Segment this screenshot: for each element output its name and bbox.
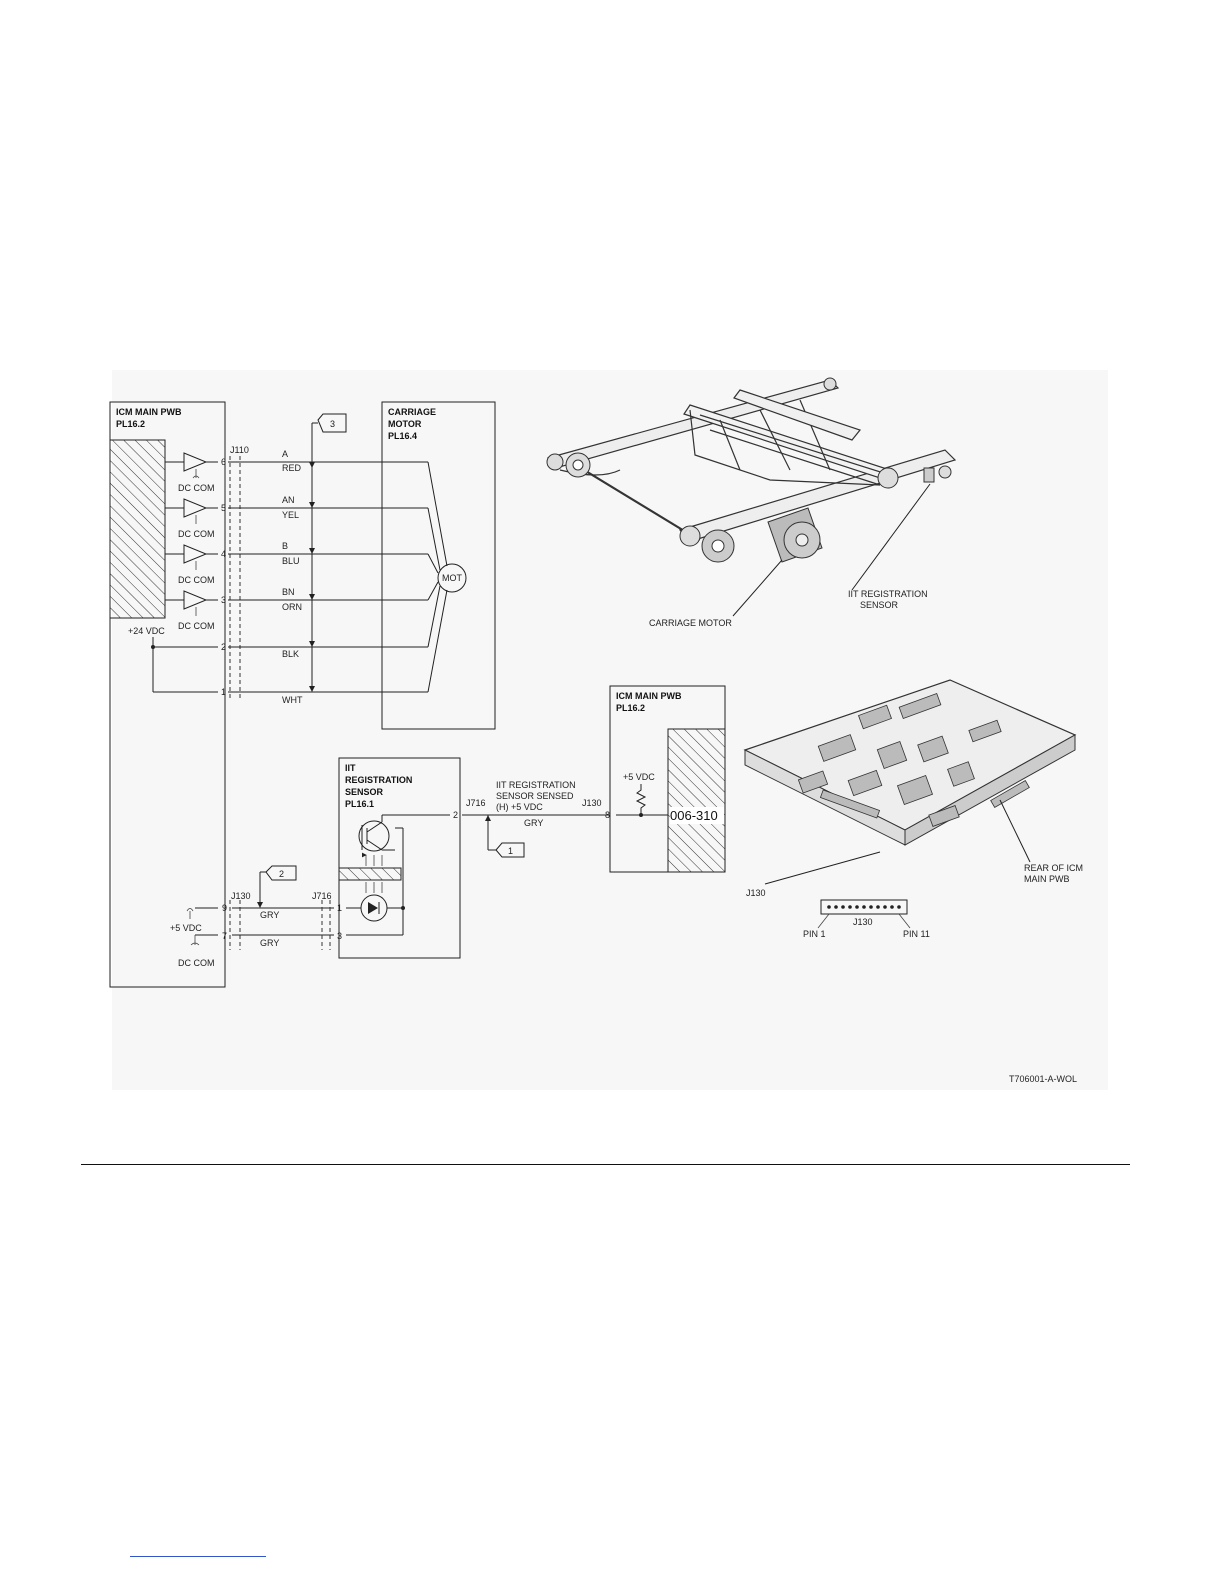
plus24-label: +24 VDC bbox=[128, 626, 165, 636]
driver-6: DC COM bbox=[165, 452, 218, 493]
pwb2-hatch bbox=[667, 728, 726, 873]
dc-com-label: DC COM bbox=[178, 575, 215, 585]
pin1-label: PIN 1 bbox=[803, 929, 826, 939]
pwb-hatch bbox=[109, 439, 166, 619]
flag-3-label: 3 bbox=[330, 419, 335, 429]
figure-id: T706001-A-WOL bbox=[1009, 1074, 1077, 1084]
pin-j130-8: 8 bbox=[605, 810, 610, 820]
carriage-motor-block: CARRIAGE MOTOR PL16.4 MOT bbox=[381, 401, 496, 730]
signal-gry: GRY bbox=[524, 818, 543, 828]
icm-pwb-illustration: J130 REAR OF ICM MAIN PWB bbox=[743, 679, 1083, 898]
pwb2-title: ICM MAIN PWB bbox=[616, 691, 682, 701]
carriage-motor-title: CARRIAGE bbox=[388, 407, 436, 417]
dc-com-label: DC COM bbox=[178, 483, 215, 493]
carriage-assembly-illustration: CARRIAGE MOTOR IIT REGISTRATION SENSOR bbox=[546, 377, 957, 628]
dc-com-label: DC COM bbox=[178, 621, 215, 631]
gry-9: GRY bbox=[260, 910, 279, 920]
icm-main-pwb-pl: PL16.2 bbox=[116, 419, 145, 429]
wire-color-red: RED bbox=[282, 463, 302, 473]
dc-com-label: DC COM bbox=[178, 529, 215, 539]
j716-label: J716 bbox=[466, 798, 486, 808]
pwb2-plus5: +5 VDC bbox=[623, 772, 655, 782]
wire-color-orn: ORN bbox=[282, 602, 302, 612]
flag-1 bbox=[495, 842, 525, 858]
motor-symbol-label: MOT bbox=[442, 573, 462, 583]
driver-4: DC COM bbox=[165, 544, 218, 585]
pin-5: 5 bbox=[221, 503, 226, 513]
iit-sensor-callout-2: SENSOR bbox=[860, 600, 899, 610]
pullup-resistor bbox=[635, 784, 647, 815]
sensor-title-3: SENSOR bbox=[345, 787, 384, 797]
pin-j130-9: 9 bbox=[222, 903, 227, 913]
dc-com-lower: DC COM bbox=[178, 958, 215, 968]
pin-4: 4 bbox=[221, 549, 226, 559]
horizontal-rule bbox=[81, 1164, 1130, 1165]
carriage-motor-pl: PL16.4 bbox=[388, 431, 417, 441]
plus5-left: +5 VDC bbox=[170, 923, 202, 933]
pin11-label: PIN 11 bbox=[903, 929, 930, 939]
footer-link-underline[interactable] bbox=[130, 1556, 266, 1557]
signal-label-3: (H) +5 VDC bbox=[496, 802, 543, 812]
iit-sensor-callout-1: IIT REGISTRATION bbox=[848, 589, 928, 599]
wire-signal-an: AN bbox=[282, 495, 295, 505]
rear-callout-1: REAR OF ICM bbox=[1024, 863, 1083, 873]
pwb2-pl: PL16.2 bbox=[616, 703, 645, 713]
carriage-motor-title-2: MOTOR bbox=[388, 419, 422, 429]
flag-3 bbox=[317, 413, 347, 433]
flag-2 bbox=[265, 865, 297, 881]
motor-wiring: DC COM DC COM DC COM DC COM +24 VDC bbox=[128, 413, 383, 705]
carriage-motor-callout: CARRIAGE MOTOR bbox=[649, 618, 732, 628]
j130-label-right: J130 bbox=[582, 798, 602, 808]
motor-symbol bbox=[437, 563, 467, 593]
wire-signal-a: A bbox=[282, 449, 288, 459]
pin-1: 1 bbox=[221, 687, 226, 697]
sensor-title-1: IIT bbox=[345, 763, 356, 773]
rear-callout-2: MAIN PWB bbox=[1024, 874, 1070, 884]
flag-1-label: 1 bbox=[508, 846, 513, 856]
flag-2-label: 2 bbox=[279, 869, 284, 879]
phototransistor bbox=[358, 820, 390, 852]
icm-main-pwb-2-block: ICM MAIN PWB PL16.2 006-310 +5 VDC bbox=[609, 685, 726, 873]
icm-main-pwb-title: ICM MAIN PWB bbox=[116, 407, 182, 417]
driver-5: DC COM bbox=[165, 498, 218, 539]
light-barrier bbox=[338, 867, 402, 881]
sensor-title-2: REGISTRATION bbox=[345, 775, 412, 785]
pin-2: 2 bbox=[221, 642, 226, 652]
pin-3: 3 bbox=[221, 595, 226, 605]
sensor-signal-line: J716 1 IIT REGISTRATION SENSOR SENSED (H… bbox=[462, 780, 610, 858]
pin-j716-1: 1 bbox=[337, 903, 342, 913]
signal-label-1: IIT REGISTRATION bbox=[496, 780, 576, 790]
sensor-pl: PL16.1 bbox=[345, 799, 374, 809]
wire-signal-bn: BN bbox=[282, 587, 295, 597]
j716-label-left: J716 bbox=[312, 891, 332, 901]
wire-color-blu: BLU bbox=[282, 556, 300, 566]
j110-label: J110 bbox=[230, 445, 249, 455]
j130-lower-wiring: J130 9 7 GRY GRY J716 +5 VDC DC COM 2 bbox=[170, 865, 334, 968]
iit-sensor-block: IIT REGISTRATION SENSOR PL16.1 2 1 3 bbox=[337, 757, 461, 959]
j130-detail-label: J130 bbox=[853, 917, 873, 927]
j130-connector-detail: PIN 1 J130 PIN 11 bbox=[803, 899, 930, 939]
signal-label-2: SENSOR SENSED bbox=[496, 791, 574, 801]
driver-3: DC COM bbox=[165, 590, 218, 631]
wire-color-yel: YEL bbox=[282, 510, 299, 520]
pin-j130-7: 7 bbox=[222, 931, 227, 941]
wire-signal-b: B bbox=[282, 541, 288, 551]
pin-j716-2: 2 bbox=[453, 810, 458, 820]
gry-7: GRY bbox=[260, 938, 279, 948]
j130-label-left: J130 bbox=[231, 891, 251, 901]
j130-callout: J130 bbox=[746, 888, 766, 898]
pin-6: 6 bbox=[221, 457, 226, 467]
pwb2-code: 006-310 bbox=[670, 808, 718, 823]
wire-color-wht: WHT bbox=[282, 695, 303, 705]
pin-j716-3: 3 bbox=[337, 931, 342, 941]
icm-main-pwb-block: ICM MAIN PWB PL16.2 bbox=[109, 401, 226, 988]
wire-color-blk: BLK bbox=[282, 649, 299, 659]
